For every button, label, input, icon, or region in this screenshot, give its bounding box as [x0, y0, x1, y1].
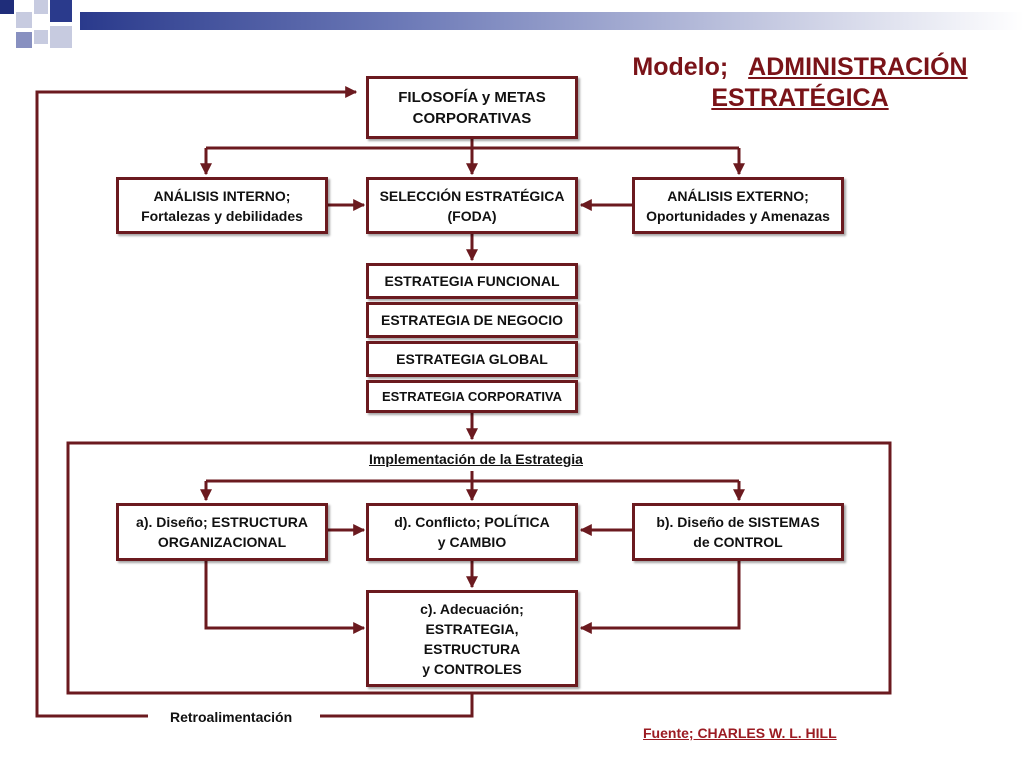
- box-adecuacion-line4: y CONTROLES: [422, 660, 522, 677]
- box-filosofia-line1: FILOSOFÍA y METAS: [398, 88, 546, 106]
- box-adecuacion: c). Adecuación; ESTRATEGIA, ESTRUCTURA y…: [366, 590, 578, 687]
- box-diseno-sistemas: b). Diseño de SISTEMAS de CONTROL: [632, 503, 844, 561]
- box-diseno-estructura-line1: a). Diseño; ESTRUCTURA: [136, 514, 308, 530]
- box-estrategia-negocio-label: ESTRATEGIA DE NEGOCIO: [380, 312, 563, 328]
- title-main-line2: ESTRATÉGICA: [711, 84, 889, 112]
- box-estrategia-funcional: ESTRATEGIA FUNCIONAL: [366, 263, 578, 299]
- box-analisis-externo-line2: Oportunidades y Amenazas: [646, 207, 830, 224]
- box-adecuacion-line2: ESTRATEGIA,: [425, 620, 519, 637]
- box-analisis-interno: ANÁLISIS INTERNO; Fortalezas y debilidad…: [116, 177, 328, 234]
- box-estrategia-funcional-label: ESTRATEGIA FUNCIONAL: [384, 273, 560, 289]
- connector-sistemas-to-adecuacion: [579, 560, 741, 634]
- box-adecuacion-line1: c). Adecuación;: [420, 600, 524, 617]
- box-diseno-sistemas-line1: b). Diseño de SISTEMAS: [656, 514, 820, 530]
- source-citation: Fuente; CHARLES W. L. HILL: [643, 725, 837, 741]
- box-seleccion-line1: SELECCIÓN ESTRATÉGICA: [379, 187, 565, 204]
- title-prefix: Modelo;: [632, 53, 729, 81]
- box-analisis-externo-line1: ANÁLISIS EXTERNO;: [667, 187, 809, 204]
- connector-feedback-loop: [320, 693, 474, 718]
- header-gradient-strip: [80, 12, 1024, 30]
- box-seleccion-estrategica: SELECCIÓN ESTRATÉGICA (FODA): [366, 177, 578, 234]
- box-diseno-estructura-line2: ORGANIZACIONAL: [157, 534, 287, 550]
- feedback-label: Retroalimentación: [170, 709, 293, 725]
- box-estrategia-corporativa: ESTRATEGIA CORPORATIVA: [366, 380, 578, 413]
- box-estrategia-global-label: ESTRATEGIA GLOBAL: [396, 351, 548, 367]
- page-title: Modelo; ADMINISTRACIÓN ESTRATÉGICA: [560, 52, 1024, 114]
- box-filosofia: FILOSOFÍA y METAS CORPORATIVAS: [366, 76, 578, 139]
- box-conflicto-line1: d). Conflicto; POLÍTICA: [394, 514, 550, 530]
- box-adecuacion-line3: ESTRUCTURA: [423, 640, 521, 657]
- implementation-title: Implementación de la Estrategia: [369, 451, 583, 467]
- box-analisis-externo: ANÁLISIS EXTERNO; Oportunidades y Amenaz…: [632, 177, 844, 234]
- implementation-frame: [66, 441, 892, 695]
- box-diseno-sistemas-line2: de CONTROL: [693, 534, 783, 550]
- box-estrategia-negocio: ESTRATEGIA DE NEGOCIO: [366, 302, 578, 338]
- box-filosofia-line2: CORPORATIVAS: [412, 109, 532, 127]
- box-analisis-interno-line2: Fortalezas y debilidades: [141, 207, 303, 224]
- connector-feedback-return: [35, 86, 358, 718]
- connector-estructura-to-adecuacion: [204, 560, 366, 634]
- box-estrategia-global: ESTRATEGIA GLOBAL: [366, 341, 578, 377]
- box-conflicto-line2: y CAMBIO: [437, 534, 507, 550]
- title-main-line1: ADMINISTRACIÓN: [748, 53, 968, 81]
- box-conflicto: d). Conflicto; POLÍTICA y CAMBIO: [366, 503, 578, 561]
- box-analisis-interno-line1: ANÁLISIS INTERNO;: [153, 187, 291, 204]
- corner-squares-decoration: [0, 0, 72, 48]
- box-seleccion-line2: (FODA): [447, 207, 497, 224]
- box-diseno-estructura: a). Diseño; ESTRUCTURA ORGANIZACIONAL: [116, 503, 328, 561]
- box-estrategia-corporativa-label: ESTRATEGIA CORPORATIVA: [381, 389, 563, 404]
